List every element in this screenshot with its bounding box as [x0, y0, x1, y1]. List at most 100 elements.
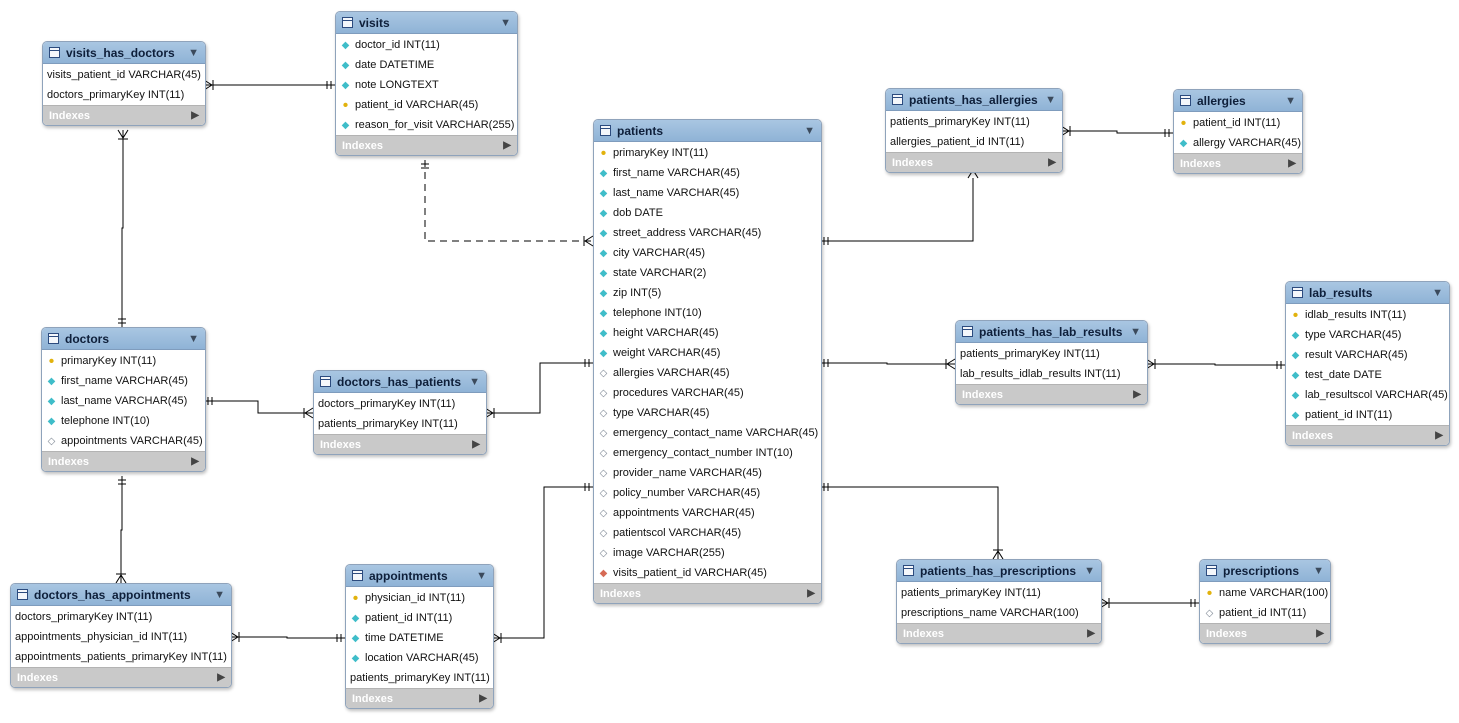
table-visits[interactable]: visits▼◆doctor_id INT(11)◆date DATETIME◆…: [335, 11, 518, 156]
column-row[interactable]: •idlab_results INT(11): [1286, 305, 1449, 325]
column-row[interactable]: ◆location VARCHAR(45): [346, 648, 493, 668]
column-row[interactable]: •primaryKey INT(11): [42, 351, 205, 371]
column-row[interactable]: ◆zip INT(5): [594, 283, 821, 303]
collapse-arrow-icon[interactable]: ▼: [188, 46, 199, 59]
link-visits-patients[interactable]: [421, 160, 594, 247]
column-row[interactable]: ◆last_name VARCHAR(45): [594, 183, 821, 203]
column-row[interactable]: visits_patient_id VARCHAR(45): [43, 65, 205, 85]
column-row[interactable]: ◆result VARCHAR(45): [1286, 345, 1449, 365]
column-row[interactable]: doctors_primaryKey INT(11): [11, 607, 231, 627]
indexes-bar[interactable]: Indexes▶: [346, 688, 493, 708]
column-row[interactable]: ◇appointments VARCHAR(45): [42, 431, 205, 451]
indexes-bar[interactable]: Indexes▶: [336, 135, 517, 155]
column-row[interactable]: ◆telephone INT(10): [42, 411, 205, 431]
collapse-arrow-icon[interactable]: ▼: [188, 332, 199, 345]
table-header[interactable]: doctors_has_patients▼: [314, 371, 486, 393]
table-patients[interactable]: patients▼•primaryKey INT(11)◆first_name …: [593, 119, 822, 604]
indexes-bar[interactable]: Indexes▶: [1200, 623, 1330, 643]
column-row[interactable]: appointments_physician_id INT(11): [11, 627, 231, 647]
column-row[interactable]: ◇emergency_contact_name VARCHAR(45): [594, 423, 821, 443]
link-doctors-has-patients-doctors[interactable]: [204, 397, 314, 419]
collapse-arrow-icon[interactable]: ▼: [500, 16, 511, 29]
column-row[interactable]: ◆test_date DATE: [1286, 365, 1449, 385]
table-header[interactable]: visits▼: [336, 12, 517, 34]
column-row[interactable]: •name VARCHAR(100): [1200, 583, 1330, 603]
column-row[interactable]: •patient_id VARCHAR(45): [336, 95, 517, 115]
table-header[interactable]: lab_results▼: [1286, 282, 1449, 304]
column-row[interactable]: ◆street_address VARCHAR(45): [594, 223, 821, 243]
indexes-bar[interactable]: Indexes▶: [314, 434, 486, 454]
column-row[interactable]: •patient_id INT(11): [1174, 113, 1302, 133]
column-row[interactable]: ◇allergies VARCHAR(45): [594, 363, 821, 383]
table-doctors-has-appointments[interactable]: doctors_has_appointments▼doctors_primary…: [10, 583, 232, 688]
column-row[interactable]: ◆type VARCHAR(45): [1286, 325, 1449, 345]
column-row[interactable]: ◇image VARCHAR(255): [594, 543, 821, 563]
table-visits-has-doctors[interactable]: visits_has_doctors▼visits_patient_id VAR…: [42, 41, 206, 126]
column-row[interactable]: ◇provider_name VARCHAR(45): [594, 463, 821, 483]
table-header[interactable]: doctors_has_appointments▼: [11, 584, 231, 606]
table-doctors-has-patients[interactable]: doctors_has_patients▼doctors_primaryKey …: [313, 370, 487, 455]
column-row[interactable]: ◆note LONGTEXT: [336, 75, 517, 95]
collapse-arrow-icon[interactable]: ▼: [1130, 325, 1141, 338]
link-visits-has-doctors-visits[interactable]: [203, 79, 335, 91]
column-row[interactable]: patients_primaryKey INT(11): [314, 414, 486, 434]
indexes-bar[interactable]: Indexes▶: [886, 152, 1062, 172]
column-row[interactable]: ◆telephone INT(10): [594, 303, 821, 323]
column-row[interactable]: doctors_primaryKey INT(11): [43, 85, 205, 105]
column-row[interactable]: patients_primaryKey INT(11): [897, 583, 1101, 603]
table-header[interactable]: doctors▼: [42, 328, 205, 350]
table-appointments[interactable]: appointments▼•physician_id INT(11)◆patie…: [345, 564, 494, 709]
indexes-bar[interactable]: Indexes▶: [1174, 153, 1302, 173]
column-row[interactable]: ◆patient_id INT(11): [346, 608, 493, 628]
table-patients-has-allergies[interactable]: patients_has_allergies▼patients_primaryK…: [885, 88, 1063, 173]
column-row[interactable]: ◆dob DATE: [594, 203, 821, 223]
column-row[interactable]: ◆state VARCHAR(2): [594, 263, 821, 283]
column-row[interactable]: ◆visits_patient_id VARCHAR(45): [594, 563, 821, 583]
collapse-arrow-icon[interactable]: ▼: [804, 124, 815, 137]
link-doctors-has-appointments-doctors[interactable]: [115, 476, 127, 584]
column-row[interactable]: ◆patient_id INT(11): [1286, 405, 1449, 425]
indexes-bar[interactable]: Indexes▶: [11, 667, 231, 687]
table-header[interactable]: prescriptions▼: [1200, 560, 1330, 582]
column-row[interactable]: allergies_patient_id INT(11): [886, 132, 1062, 152]
collapse-arrow-icon[interactable]: ▼: [476, 569, 487, 582]
column-row[interactable]: appointments_patients_primaryKey INT(11): [11, 647, 231, 667]
column-row[interactable]: •physician_id INT(11): [346, 588, 493, 608]
table-allergies[interactable]: allergies▼•patient_id INT(11)◆allergy VA…: [1173, 89, 1303, 174]
link-patients-has-allergies-patients[interactable]: [820, 168, 979, 245]
column-row[interactable]: ◆height VARCHAR(45): [594, 323, 821, 343]
table-header[interactable]: patients_has_lab_results▼: [956, 321, 1147, 343]
column-row[interactable]: ◆doctor_id INT(11): [336, 35, 517, 55]
table-header[interactable]: patients_has_prescriptions▼: [897, 560, 1101, 582]
collapse-arrow-icon[interactable]: ▼: [1084, 564, 1095, 577]
collapse-arrow-icon[interactable]: ▼: [469, 375, 480, 388]
table-prescriptions[interactable]: prescriptions▼•name VARCHAR(100)◇patient…: [1199, 559, 1331, 644]
column-row[interactable]: ◇appointments VARCHAR(45): [594, 503, 821, 523]
link-patients-has-lab-results-patients[interactable]: [820, 358, 956, 370]
column-row[interactable]: •primaryKey INT(11): [594, 143, 821, 163]
collapse-arrow-icon[interactable]: ▼: [1045, 93, 1056, 106]
column-row[interactable]: patients_primaryKey INT(11): [956, 344, 1147, 364]
link-appointments-patients[interactable]: [491, 483, 593, 644]
link-doctors-has-patients-patients[interactable]: [484, 359, 593, 419]
column-row[interactable]: ◇procedures VARCHAR(45): [594, 383, 821, 403]
collapse-arrow-icon[interactable]: ▼: [1313, 564, 1324, 577]
indexes-bar[interactable]: Indexes▶: [42, 451, 205, 471]
indexes-bar[interactable]: Indexes▶: [594, 583, 821, 603]
column-row[interactable]: ◆allergy VARCHAR(45): [1174, 133, 1302, 153]
column-row[interactable]: ◇patientscol VARCHAR(45): [594, 523, 821, 543]
collapse-arrow-icon[interactable]: ▼: [214, 588, 225, 601]
table-header[interactable]: patients▼: [594, 120, 821, 142]
column-row[interactable]: ◇patient_id INT(11): [1200, 603, 1330, 623]
column-row[interactable]: ◇emergency_contact_number INT(10): [594, 443, 821, 463]
column-row[interactable]: lab_results_idlab_results INT(11): [956, 364, 1147, 384]
column-row[interactable]: ◇policy_number VARCHAR(45): [594, 483, 821, 503]
column-row[interactable]: prescriptions_name VARCHAR(100): [897, 603, 1101, 623]
table-patients-has-lab-results[interactable]: patients_has_lab_results▼patients_primar…: [955, 320, 1148, 405]
indexes-bar[interactable]: Indexes▶: [1286, 425, 1449, 445]
link-patients-has-allergies-allergies[interactable]: [1060, 125, 1173, 137]
column-row[interactable]: ◆date DATETIME: [336, 55, 517, 75]
column-row[interactable]: ◆last_name VARCHAR(45): [42, 391, 205, 411]
column-row[interactable]: patients_primaryKey INT(11): [886, 112, 1062, 132]
